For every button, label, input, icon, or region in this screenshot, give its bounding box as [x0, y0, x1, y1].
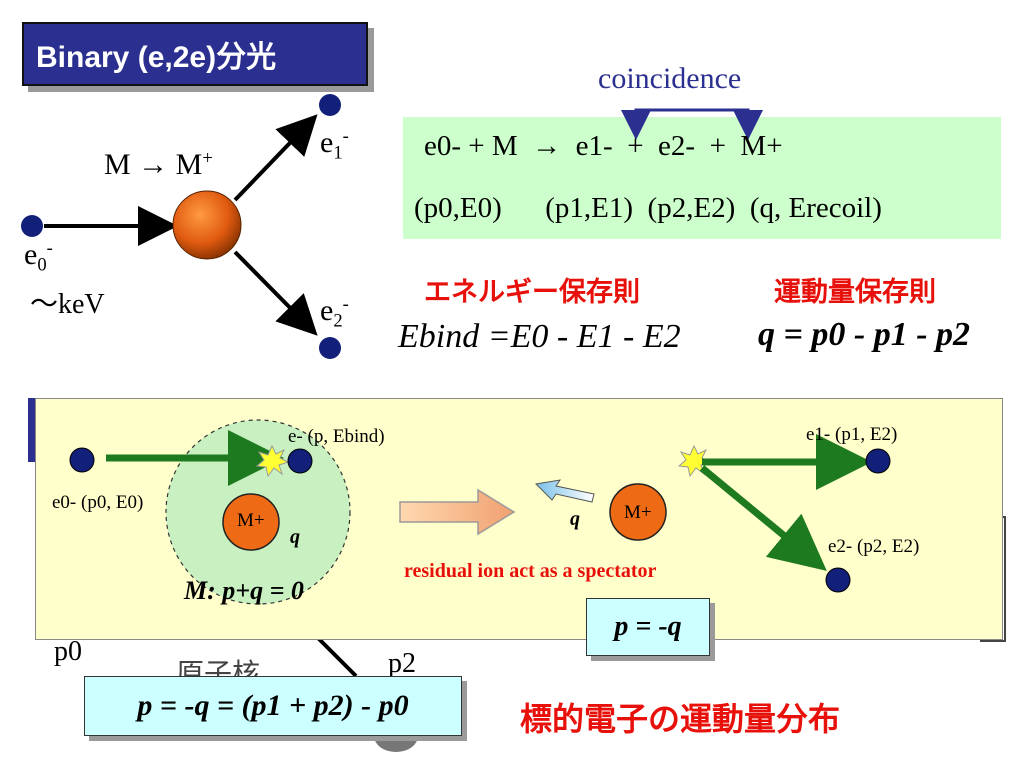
p-equals-minus-q-text: p = -q	[614, 611, 682, 642]
ion-right-label: M+	[624, 502, 652, 523]
e2-label: e2-	[320, 294, 349, 332]
p-equals-minus-q-box: p = -q	[586, 598, 710, 656]
coincidence-label: coincidence	[598, 62, 742, 95]
collision-flash-right	[677, 444, 712, 478]
energy-conservation-label: エネルギー保存則	[424, 277, 640, 307]
scattered-electron-2-label: e2- (p2, E2)	[828, 536, 920, 557]
reaction-box	[403, 117, 1001, 239]
transition-arrow	[399, 488, 516, 536]
ion-in-atom	[222, 493, 280, 551]
target-atom	[172, 190, 242, 260]
incident-electron-label: e0- (p0, E0)	[52, 492, 144, 513]
electron-target	[287, 448, 313, 474]
recoil-arrow	[534, 479, 595, 503]
scatter-arrow-2	[699, 465, 827, 571]
m-transition-label: M → M+	[104, 148, 213, 182]
q-label: q	[290, 526, 300, 548]
energy-conservation-formula: Ebind =E0 - E1 - E2	[398, 318, 681, 355]
ion-label: M+	[237, 510, 265, 531]
electron-scattered-1	[865, 448, 891, 474]
reaction-momenta: (p0,E0) (p1,E1) (p2,E2) (q, Erecoil)	[414, 192, 882, 224]
electron-e0	[21, 215, 43, 237]
page-title-text: Binary (e,2e)分光	[36, 41, 277, 74]
electron-scattered-2	[825, 567, 851, 593]
bottom-formula-text: p = -q = (p1 + p2) - p0	[137, 689, 409, 722]
e0-label: e0-	[24, 238, 53, 276]
fragment-p0: p0	[54, 636, 82, 667]
scatter-arrow-e1	[233, 114, 318, 202]
target-electron-label: e- (p, Ebind)	[288, 426, 385, 447]
scattered-electron-1-label: e1- (p1, E2)	[806, 424, 898, 445]
fragment-p2: p2	[388, 648, 416, 679]
q-right-label: q	[570, 508, 580, 530]
kev-label: ～keV	[30, 289, 105, 320]
electron-e2	[319, 337, 341, 359]
reaction-equation: e0- + M → e1- + e2- + M+	[424, 130, 783, 162]
bottom-formula-box: p = -q = (p1 + p2) - p0	[84, 676, 462, 736]
page-title: Binary (e,2e)分光	[22, 22, 368, 86]
momentum-conservation-formula: q = p0 - p1 - p2	[758, 316, 971, 353]
ion-right	[609, 483, 667, 541]
electron-e1	[319, 94, 341, 116]
bottom-caption: 標的電子の運動量分布	[520, 701, 841, 737]
atom-relation: M: p+q = 0	[184, 576, 304, 605]
spectator-note: residual ion act as a spectator	[404, 560, 657, 582]
e1-label: e1-	[320, 126, 349, 164]
electron-incident	[69, 447, 95, 473]
scatter-arrow-e2	[233, 250, 318, 336]
momentum-conservation-label: 運動量保存則	[774, 277, 936, 307]
collision-flash-left	[255, 444, 290, 478]
